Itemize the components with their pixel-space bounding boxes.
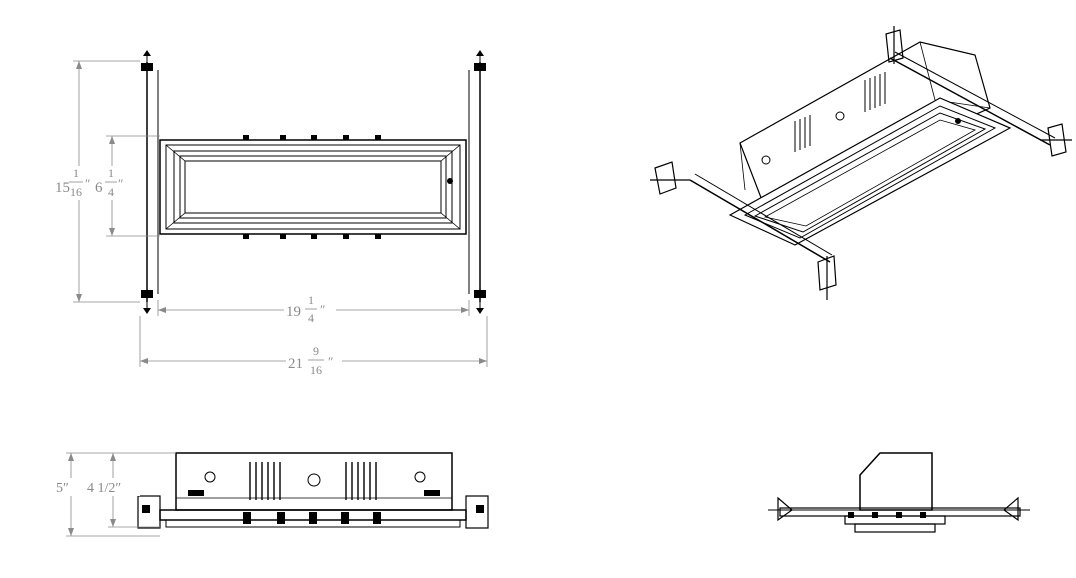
svg-text:9: 9: [313, 344, 319, 358]
svg-text:″: ″: [328, 354, 333, 369]
svg-text:″: ″: [118, 176, 123, 191]
dimension-arrows-top-view: [76, 61, 487, 364]
side-view: 5″ 4 1/2″: [54, 452, 489, 537]
dimension-lines-top-view: [73, 60, 488, 367]
right-bar-hanger: [468, 50, 486, 314]
svg-text:4: 4: [308, 311, 314, 325]
svg-text:15: 15: [55, 180, 70, 196]
dimension-height-inner: 6 1 4 ″: [94, 166, 128, 200]
svg-text:″: ″: [85, 176, 90, 191]
iso-trim: [728, 97, 1012, 246]
svg-text:19: 19: [286, 304, 301, 320]
left-bar-hanger: [141, 50, 159, 314]
svg-text:6: 6: [95, 180, 103, 196]
fixture-frame: [159, 139, 467, 235]
svg-text:″: ″: [320, 302, 325, 317]
isometric-view: [650, 26, 1072, 300]
end-view: [768, 452, 1030, 533]
dimension-width-overall: 21 9 16 ″: [286, 344, 342, 379]
svg-text:1: 1: [108, 166, 114, 180]
svg-text:4: 4: [108, 185, 114, 199]
dimension-side-height-inner: 4 1/2″: [87, 481, 121, 496]
svg-text:21: 21: [288, 356, 303, 372]
mounting-clips: [243, 135, 381, 239]
svg-text:16: 16: [310, 363, 322, 377]
top-view: 15 1 16 ″ 6 1 4 ″ 19 1 4 ″ 21 9: [55, 50, 488, 379]
svg-text:1: 1: [73, 166, 79, 180]
svg-text:16: 16: [70, 185, 82, 199]
dimension-height-overall: 15 1 16 ″: [55, 166, 90, 200]
svg-text:1: 1: [308, 293, 314, 307]
dimension-side-height-overall: 5″: [56, 481, 69, 496]
dimension-width-inner: 19 1 4 ″: [284, 293, 336, 326]
